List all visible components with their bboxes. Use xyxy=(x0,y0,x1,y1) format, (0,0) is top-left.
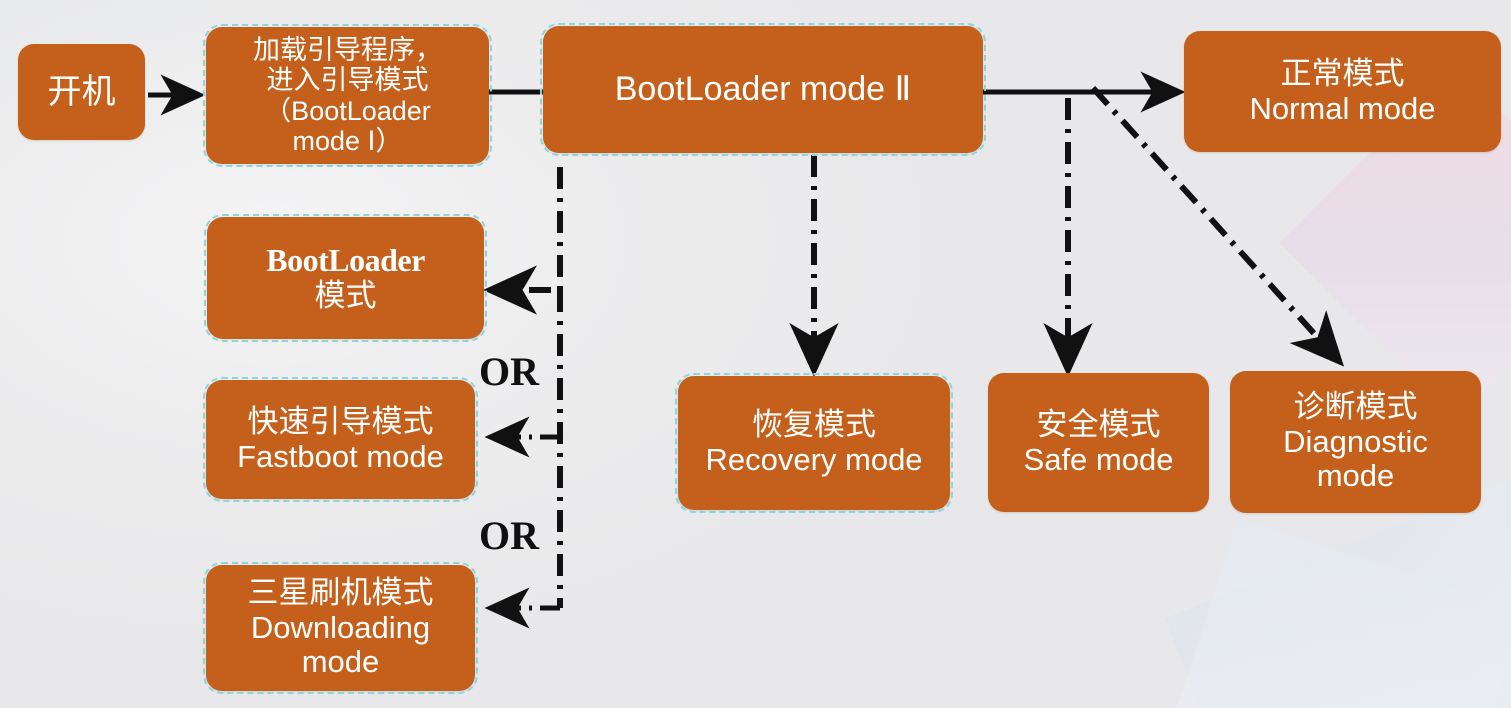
node-diagnostic-mode-line-2: Diagnostic xyxy=(1283,423,1428,459)
node-diagnostic-mode[interactable]: 诊断模式 Diagnostic mode xyxy=(1230,371,1481,513)
node-normal-mode-line-1: 正常模式 xyxy=(1280,55,1405,91)
node-normal-mode[interactable]: 正常模式 Normal mode xyxy=(1184,31,1501,152)
node-downloading-mode-line-1: 三星刷机模式 xyxy=(247,574,434,610)
node-normal-mode-line-2: Normal mode xyxy=(1249,90,1436,126)
node-downloading-mode[interactable]: 三星刷机模式 Downloading mode xyxy=(203,562,478,694)
node-bootloader-mode-1-line-1: 加载引导程序， xyxy=(253,35,442,66)
node-bootloader-mode-line-1: BootLoader xyxy=(266,241,425,278)
node-fastboot-mode-line-2: Fastboot mode xyxy=(237,438,444,474)
node-bootloader-mode-1-line-2: 进入引导模式 xyxy=(266,65,429,96)
node-power-on[interactable]: 开机 xyxy=(18,44,145,140)
node-recovery-mode-line-2: Recovery mode xyxy=(705,442,923,477)
node-safe-mode[interactable]: 安全模式 Safe mode xyxy=(988,373,1209,512)
node-safe-mode-line-1: 安全模式 xyxy=(1036,406,1161,442)
node-diagnostic-mode-line-1: 诊断模式 xyxy=(1293,388,1418,424)
node-bootloader-mode-line-2: 模式 xyxy=(314,277,377,313)
node-safe-mode-line-2: Safe mode xyxy=(1023,441,1174,477)
or-label-lower: OR xyxy=(479,513,539,558)
edge-bootloader2-to-bootloader-mode xyxy=(483,167,563,315)
node-bootloader-mode-1-line-4: mode Ⅰ） xyxy=(292,125,403,156)
node-recovery-mode-line-1: 恢复模式 xyxy=(752,407,876,443)
node-bootloader-mode-1-line-3: （BootLoader xyxy=(264,95,431,126)
node-diagnostic-mode-line-3: mode xyxy=(1316,458,1395,494)
node-recovery-mode[interactable]: 恢复模式 Recovery mode xyxy=(675,373,953,513)
node-fastboot-mode-line-1: 快速引导模式 xyxy=(247,403,434,439)
node-downloading-mode-line-3: mode xyxy=(301,644,380,680)
node-bootloader-mode-1[interactable]: 加载引导程序， 进入引导模式 （BootLoader mode Ⅰ） xyxy=(203,24,492,167)
node-power-on-line-1: 开机 xyxy=(47,72,116,111)
node-bootloader-mode-2[interactable]: BootLoader mode Ⅱ xyxy=(540,23,986,156)
or-label-upper: OR xyxy=(479,349,539,394)
node-fastboot-mode[interactable]: 快速引导模式 Fastboot mode xyxy=(203,377,478,502)
node-downloading-mode-line-2: Downloading xyxy=(250,609,431,645)
node-bootloader-mode-2-line-1: BootLoader mode Ⅱ xyxy=(614,70,912,109)
edge-bootloader2-to-diagnostic xyxy=(1090,85,1345,367)
node-bootloader-mode[interactable]: BootLoader 模式 xyxy=(204,214,487,342)
